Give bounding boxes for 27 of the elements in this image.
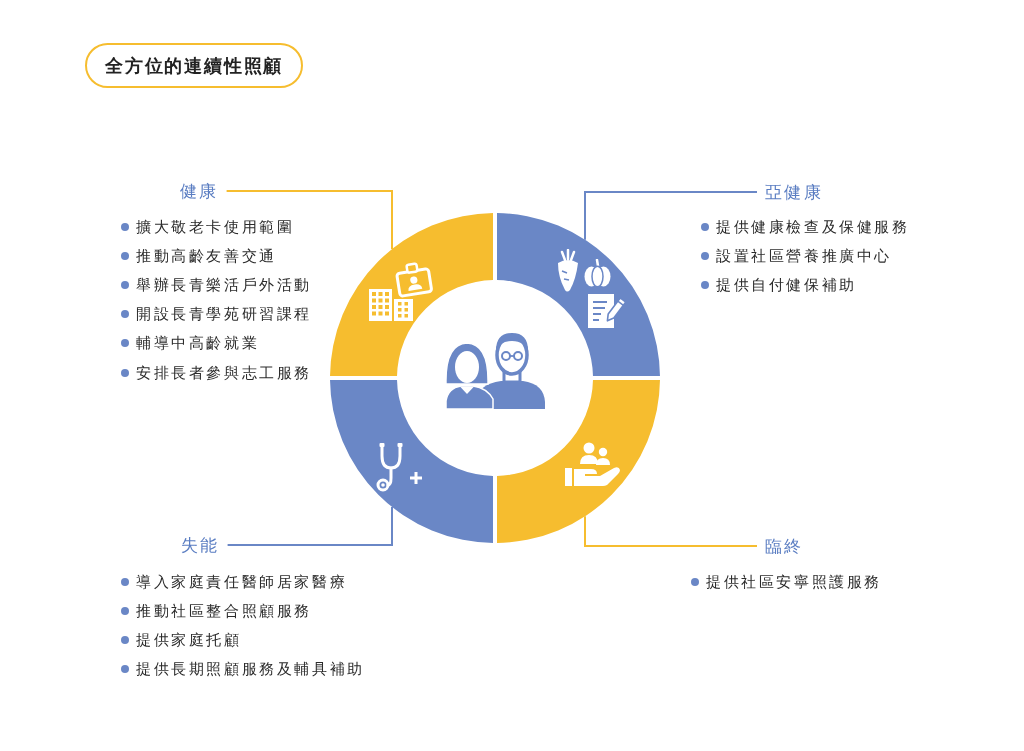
- category-heading: 臨終: [765, 536, 804, 556]
- list-item-text: 提供家庭托顧: [136, 630, 242, 649]
- list-item-text: 提供長期照顧服務及輔具補助: [136, 660, 365, 679]
- list-item-text: 提供自付健保補助: [716, 275, 857, 294]
- ring-segment: [497, 213, 660, 376]
- list-item-text: 舉辦長青樂活戶外活動: [136, 275, 312, 294]
- leader-line: [584, 515, 758, 547]
- list-item-text: 安排長者參與志工服務: [136, 363, 312, 382]
- list-item-text: 開設長青學苑研習課程: [136, 305, 312, 324]
- list-item-text: 設置社區營養推廣中心: [716, 246, 892, 265]
- category-heading: 亞健康: [765, 182, 823, 202]
- list-item-text: 導入家庭責任醫師居家醫療: [136, 572, 348, 591]
- category-heading: 健康: [180, 181, 219, 201]
- list-item-text: 推動高齡友善交通: [136, 246, 277, 265]
- list-item-text: 擴大敬老卡使用範圍: [136, 217, 295, 236]
- title-banner: 全方位的連續性照顧: [85, 43, 304, 88]
- leader-line: [225, 190, 393, 251]
- category-heading: 失能: [181, 535, 220, 555]
- ring-segment: [497, 380, 660, 543]
- leader-line: [584, 191, 758, 241]
- ring-segment: [330, 380, 493, 543]
- list-item-text: 輔導中高齡就業: [136, 334, 260, 353]
- list-item-text: 提供社區安寧照護服務: [706, 572, 882, 591]
- list-item-text: 提供健康檢查及保健服務: [716, 217, 910, 236]
- ring-segment: [330, 213, 493, 376]
- leader-line: [226, 505, 393, 546]
- list-item-text: 推動社區整合照顧服務: [136, 601, 312, 620]
